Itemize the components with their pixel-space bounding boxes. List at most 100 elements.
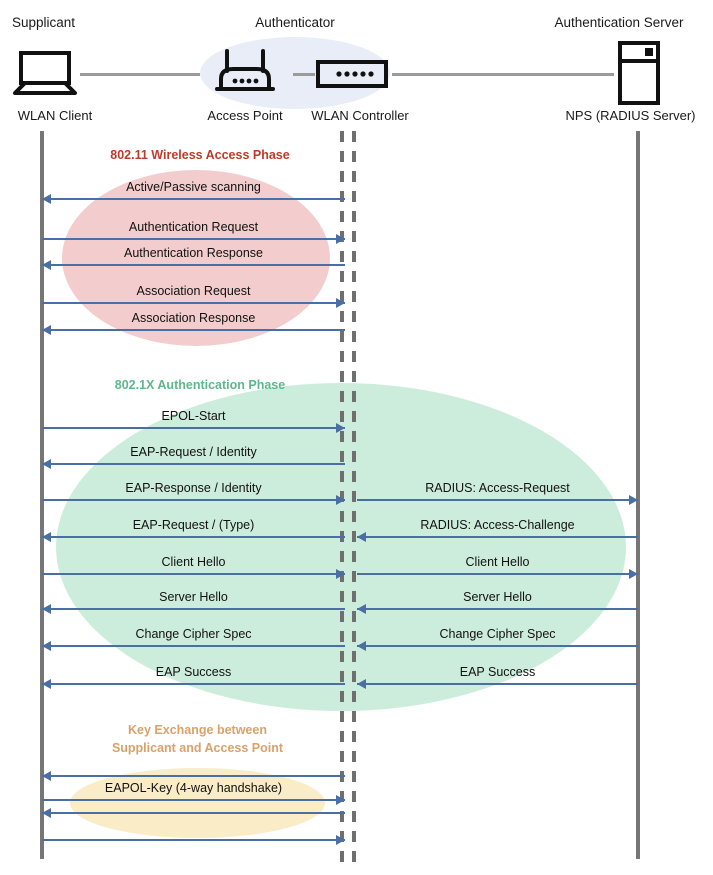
- message-left-12-arrowhead: [42, 679, 51, 689]
- phase-label-80211: 802.11 Wireless Access Phase: [110, 148, 290, 162]
- message-right-3-line: [357, 608, 638, 610]
- lifeline-dash-segment: [352, 371, 356, 382]
- lifeline-dash-segment: [340, 851, 344, 862]
- phase-label-8021x: 802.1X Authentication Phase: [114, 378, 286, 392]
- message-left-label-3: Association Request: [136, 284, 251, 298]
- message-left-0-arrowhead: [42, 194, 51, 204]
- message-right-4-line: [357, 645, 638, 647]
- lifeline-dash-segment: [340, 191, 344, 202]
- message-left-16-line: [42, 839, 345, 841]
- message-left-1-arrowhead: [336, 234, 345, 244]
- laptop-icon: [12, 50, 78, 96]
- message-left-label-2: Authentication Response: [124, 246, 263, 260]
- connector-controller-to-server: [392, 73, 614, 76]
- message-left-7-arrowhead: [336, 495, 345, 505]
- lifeline-dash-segment: [352, 551, 356, 562]
- lifeline-dash-segment: [352, 471, 356, 482]
- lifeline-dash-segment: [352, 191, 356, 202]
- lifeline-dash-segment: [352, 711, 356, 722]
- lifeline-dash-segment: [352, 591, 356, 602]
- message-left-label-0: Active/Passive scanning: [126, 180, 261, 194]
- lifeline-dash-segment: [340, 631, 344, 642]
- lifeline-dash-segment: [352, 571, 356, 582]
- message-left-label-6: EAP-Request / Identity: [130, 445, 257, 459]
- lifeline-dash-segment: [340, 411, 344, 422]
- lifeline-dash-segment: [340, 551, 344, 562]
- lifeline-dash-segment: [352, 731, 356, 742]
- role-label-supplicant: Supplicant: [12, 15, 76, 30]
- message-left-2-arrowhead: [42, 260, 51, 270]
- lifeline-dash-segment: [340, 371, 344, 382]
- connector-ap-to-controller: [293, 73, 315, 76]
- lifeline-dash-segment: [352, 491, 356, 502]
- message-left-9-arrowhead: [336, 569, 345, 579]
- lifeline-dash-segment: [340, 651, 344, 662]
- message-left-9-line: [42, 573, 345, 575]
- role-label-authenticator: Authenticator: [255, 15, 335, 30]
- role-label-auth-server: Authentication Server: [554, 15, 684, 30]
- node-label-wlan-controller: WLAN Controller: [311, 108, 409, 123]
- lifeline-dash-segment: [352, 831, 356, 842]
- wireless-router-icon: [215, 47, 275, 97]
- node-label-access-point: Access Point: [207, 108, 283, 123]
- lifeline-dash-segment: [352, 151, 356, 162]
- message-right-0-line: [357, 499, 638, 501]
- message-left-label-9: Client Hello: [161, 555, 226, 569]
- message-right-label-0: RADIUS: Access-Request: [425, 481, 570, 495]
- lifeline-dash-segment: [352, 331, 356, 342]
- message-left-3-line: [42, 302, 345, 304]
- message-right-1-line: [357, 536, 638, 538]
- lifeline-dash-segment: [340, 711, 344, 722]
- node-label-nps-radius-server: NPS (RADIUS Server): [565, 108, 696, 123]
- lifeline-dash-segment: [340, 251, 344, 262]
- message-left-16-arrowhead: [336, 835, 345, 845]
- lifeline-dash-segment: [340, 451, 344, 462]
- lifeline-dash-segment: [352, 451, 356, 462]
- message-left-label-14: EAPOL-Key (4-way handshake): [104, 781, 283, 795]
- lifeline-dash-segment: [352, 651, 356, 662]
- message-right-0-arrowhead: [629, 495, 638, 505]
- lifeline-dash-segment: [340, 291, 344, 302]
- lifeline-dash-segment: [340, 331, 344, 342]
- message-right-2-line: [357, 573, 638, 575]
- message-left-15-arrowhead: [42, 808, 51, 818]
- lifeline-dash-segment: [352, 171, 356, 182]
- lifeline-dash-segment: [340, 731, 344, 742]
- lifeline-dash-segment: [340, 751, 344, 762]
- lifeline-controller-right: [352, 131, 356, 862]
- message-right-label-5: EAP Success: [459, 665, 536, 679]
- message-right-label-2: Client Hello: [465, 555, 530, 569]
- message-left-14-arrowhead: [336, 795, 345, 805]
- message-left-label-5: EPOL-Start: [161, 409, 226, 423]
- message-right-label-3: Server Hello: [463, 590, 532, 604]
- message-left-0-line: [42, 198, 345, 200]
- lifeline-supplicant: [40, 131, 44, 859]
- lifeline-dash-segment: [340, 811, 344, 822]
- message-left-13-line: [42, 775, 345, 777]
- message-left-10-arrowhead: [42, 604, 51, 614]
- message-left-7-line: [42, 499, 345, 501]
- lifeline-dash-segment: [340, 271, 344, 282]
- message-left-label-7: EAP-Response / Identity: [125, 481, 262, 495]
- message-left-label-4: Association Response: [131, 311, 256, 325]
- lifeline-dash-segment: [352, 611, 356, 622]
- message-left-8-arrowhead: [42, 532, 51, 542]
- lifeline-dash-segment: [352, 511, 356, 522]
- lifeline-dash-segment: [340, 151, 344, 162]
- message-left-6-arrowhead: [42, 459, 51, 469]
- lifeline-dash-segment: [340, 511, 344, 522]
- message-left-2-line: [42, 264, 345, 266]
- lifeline-dash-segment: [340, 131, 344, 142]
- message-left-11-line: [42, 645, 345, 647]
- message-left-15-line: [42, 812, 345, 814]
- lifeline-dash-segment: [352, 751, 356, 762]
- lifeline-dash-segment: [352, 231, 356, 242]
- message-left-10-line: [42, 608, 345, 610]
- message-right-label-4: Change Cipher Spec: [439, 627, 556, 641]
- message-left-4-line: [42, 329, 345, 331]
- message-left-14-line: [42, 799, 345, 801]
- wlan-controller-icon: [316, 60, 388, 88]
- message-left-4-arrowhead: [42, 325, 51, 335]
- message-right-2-arrowhead: [629, 569, 638, 579]
